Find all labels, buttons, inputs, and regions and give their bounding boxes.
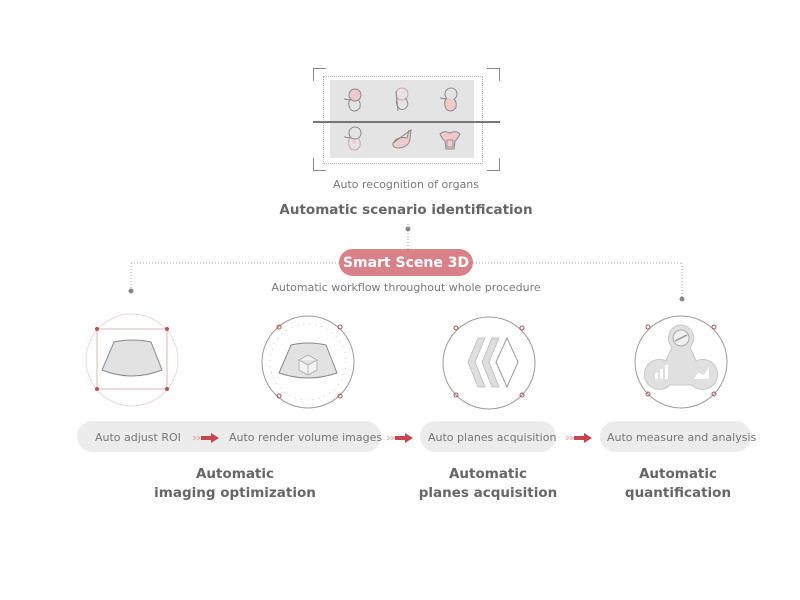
category-imaging-optimization: Automatic imaging optimization [135, 465, 335, 503]
volume-render-icon [261, 315, 355, 409]
planes-step-pill [420, 421, 556, 452]
step-auto-planes-acquisition: Auto planes acquisition [428, 431, 557, 444]
category-line1: Automatic [638, 466, 718, 482]
category-line2: imaging optimization [154, 485, 316, 501]
fetus-head-icon [330, 80, 378, 119]
scan-line [313, 121, 500, 123]
category-quantification: Automatic quantification [578, 465, 778, 503]
arrow-right-icon [387, 433, 413, 443]
smart-scene-3d-badge: Smart Scene 3D [339, 249, 473, 276]
recognition-dotted-frame [323, 76, 483, 164]
measure-step-pill [600, 421, 751, 452]
category-line2: planes acquisition [418, 485, 558, 501]
arrow-right-icon [566, 433, 592, 443]
category-planes-acquisition: Automatic planes acquisition [388, 465, 588, 503]
planes-icon [442, 316, 536, 410]
frame-corner-bottom-right [487, 158, 500, 171]
step-auto-measure-analysis: Auto measure and analysis [607, 431, 757, 444]
organ-icon-grid [330, 80, 474, 158]
fetus-heart-icon [330, 119, 378, 158]
category-line1: Automatic [195, 466, 275, 482]
connector-right-dot [679, 296, 685, 302]
step-auto-render-volume: Auto render volume images [229, 431, 383, 444]
frame-corner-top-left [313, 68, 326, 81]
connector-left-dot [128, 288, 134, 294]
imaging-steps-pill [77, 421, 381, 452]
uterus-icon [378, 119, 426, 158]
category-line1: Automatic [448, 466, 528, 482]
roi-frame-icon [85, 313, 179, 407]
organ-recognition-caption: Auto recognition of organs [332, 178, 480, 191]
frame-corner-top-right [487, 68, 500, 81]
workflow-subtitle: Automatic workflow throughout whole proc… [271, 281, 541, 294]
fetus-face-icon [378, 80, 426, 119]
arrow-right-icon [193, 433, 219, 443]
frame-corner-bottom-left [313, 158, 326, 171]
measure-analysis-icon [634, 315, 728, 409]
connector-top-dot [405, 226, 411, 232]
step-auto-adjust-roi: Auto adjust ROI [95, 431, 181, 444]
fetus-abdomen-icon [426, 80, 474, 119]
pelvic-floor-icon [426, 119, 474, 158]
category-line2: quantification [624, 485, 732, 501]
scenario-identification-title: Automatic scenario identification [279, 202, 533, 218]
